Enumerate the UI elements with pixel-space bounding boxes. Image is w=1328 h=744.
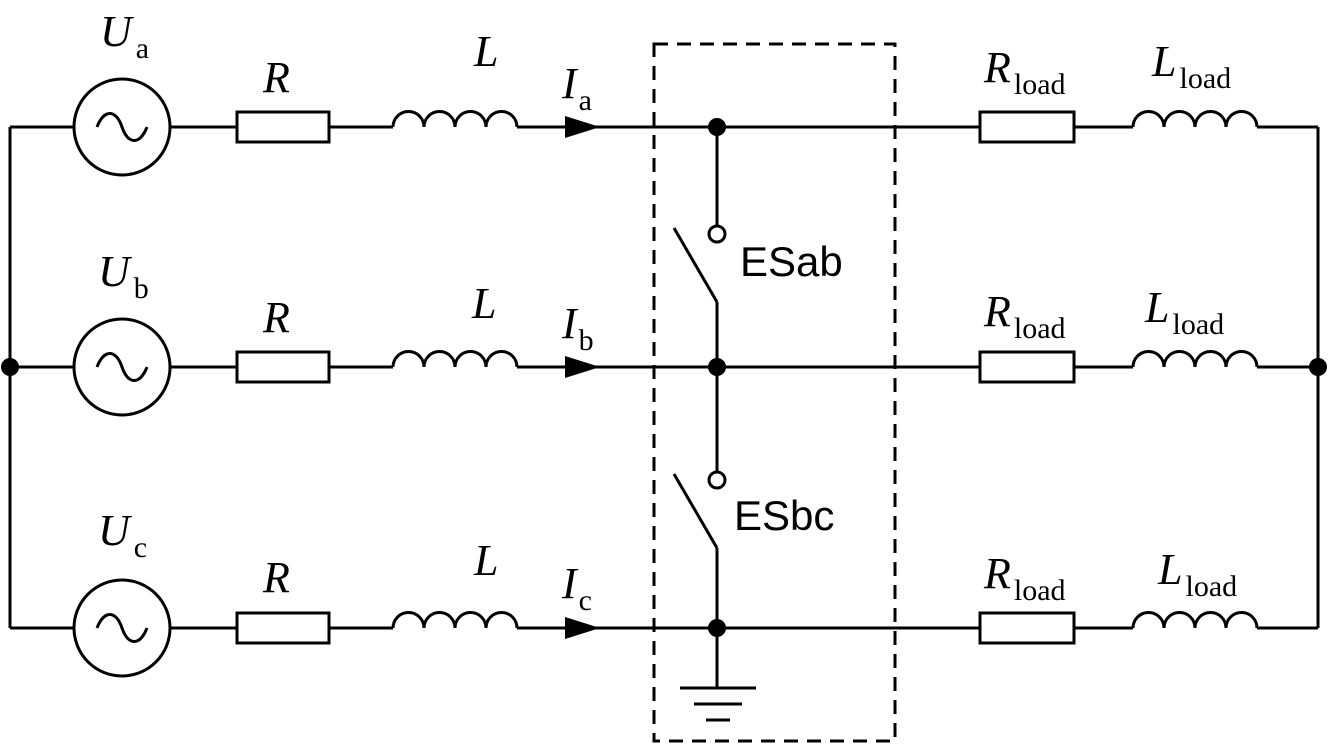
resistor-label-b: R <box>262 293 290 342</box>
load-resistor-a <box>978 110 1076 144</box>
resistor-c <box>235 611 331 645</box>
resistor-label-c: R <box>262 553 290 602</box>
inductor-c <box>391 611 519 629</box>
current-label-c: Ic <box>561 559 592 617</box>
load-resistor-b <box>978 350 1076 384</box>
current-label-a: Ia <box>561 59 592 117</box>
junction-dot <box>708 619 726 637</box>
junction-dot <box>708 118 726 136</box>
source-b <box>72 317 172 417</box>
inductor-label-c: L <box>473 536 498 585</box>
load-inductor-a <box>1131 110 1259 128</box>
junction-dot <box>708 358 726 376</box>
inductor-a <box>391 110 519 128</box>
source-a <box>72 77 172 177</box>
switch-label-esab: ESab <box>740 238 843 285</box>
junction-dot <box>1 358 19 376</box>
switch-label-esbc: ESbc <box>734 492 834 539</box>
switchgear-enclosure <box>652 42 897 743</box>
load-inductor-b <box>1131 350 1259 368</box>
switch-esab <box>672 127 727 367</box>
current-label-b: Ib <box>561 299 594 357</box>
current-arrow-c <box>565 617 600 639</box>
inductor-label-a: L <box>473 27 498 76</box>
source-c <box>72 578 172 678</box>
resistor-label-a: R <box>262 53 290 102</box>
ground-icon <box>680 628 756 722</box>
resistor-a <box>235 110 331 144</box>
load-resistor-c <box>978 611 1076 645</box>
inductor-b <box>391 350 519 368</box>
junction-dot <box>1309 358 1327 376</box>
current-arrow-b <box>565 356 600 378</box>
load-inductor-c <box>1131 611 1259 629</box>
current-arrow-a <box>565 116 600 138</box>
switch-esbc <box>672 367 727 628</box>
inductor-label-b: L <box>471 279 496 328</box>
resistor-b <box>235 350 331 384</box>
